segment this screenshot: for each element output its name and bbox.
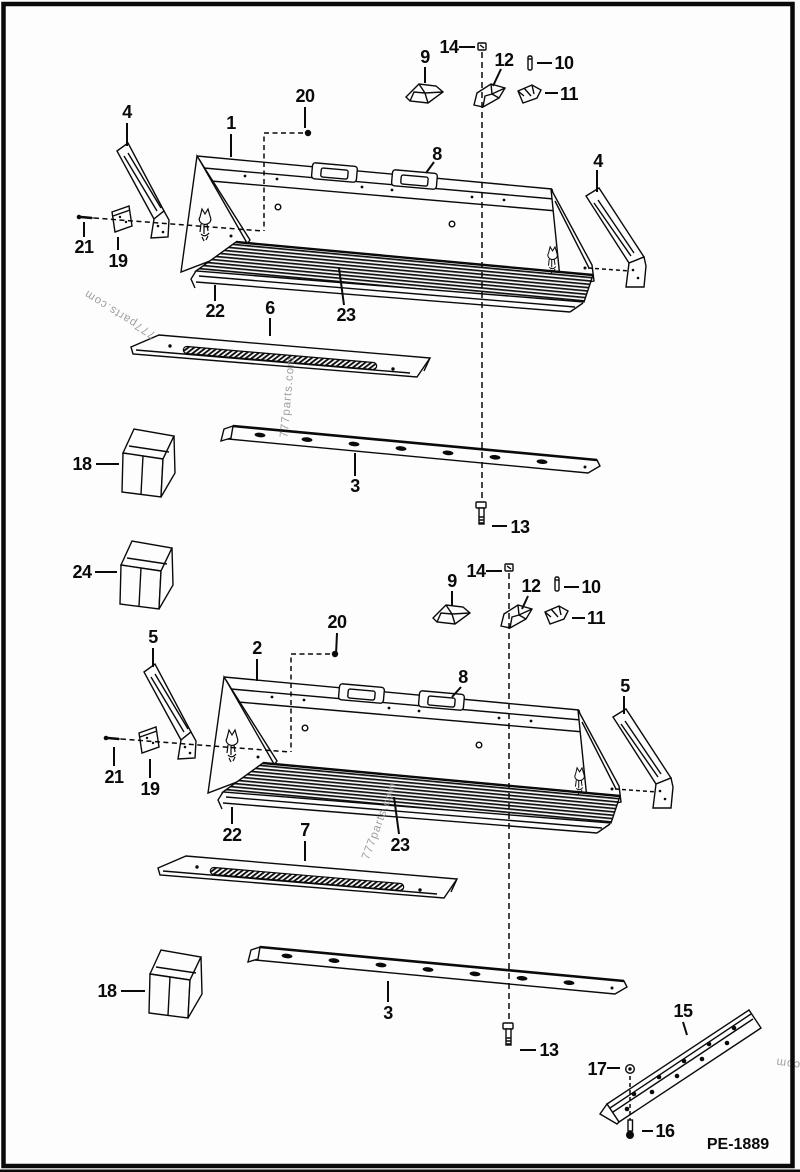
leader-lines-assembly-1 (83, 46, 598, 527)
nut-17 (625, 1063, 636, 1074)
callout-6: 6 (265, 298, 275, 318)
callout-7: 7 (300, 820, 310, 840)
callout-14: 14 (439, 37, 459, 57)
callout-1: 1 (226, 113, 236, 133)
page-bottom-edge (0, 1169, 800, 1172)
callout-9: 9 (420, 47, 430, 67)
callout-24: 24 (72, 562, 92, 582)
callout-5-left: 5 (148, 627, 158, 647)
drawing-code: PE-1889 (707, 1136, 769, 1153)
bolt-on-edge-15 (598, 1009, 762, 1125)
watermark-bottom-right: 777parts.com (775, 1055, 800, 1078)
callout-18-b: 18 (97, 981, 117, 1001)
callout-3-b: 3 (383, 1003, 393, 1023)
callout-9-b: 9 (447, 571, 457, 591)
callout-17: 17 (587, 1059, 607, 1079)
callout-13-b: 13 (539, 1040, 559, 1060)
watermark-top-left: 777parts.com (82, 287, 158, 340)
callout-3: 3 (350, 476, 360, 496)
callout-8: 8 (432, 144, 442, 164)
callout-20: 20 (295, 86, 315, 106)
callout-20-b: 20 (327, 612, 347, 632)
leader-lines-edge-kit (607, 1021, 688, 1132)
callout-11: 11 (560, 84, 579, 104)
callout-19: 19 (108, 251, 128, 271)
callout-21-b: 21 (104, 767, 124, 787)
callout-11-b: 11 (587, 608, 606, 628)
callout-5-right: 5 (620, 676, 630, 696)
callout-10-b: 10 (581, 577, 601, 597)
leader-lines-assembly-2 (95, 570, 625, 1051)
callout-19-b: 19 (140, 779, 160, 799)
callout-23: 23 (336, 305, 356, 325)
bolt-16 (626, 1119, 634, 1139)
callout-16: 16 (655, 1121, 675, 1141)
callout-12-b: 12 (521, 576, 541, 596)
callout-18: 18 (72, 454, 92, 474)
callout-12: 12 (494, 50, 514, 70)
callout-13: 13 (510, 517, 530, 537)
callout-22-b: 22 (222, 825, 242, 845)
callout-8-b: 8 (458, 667, 468, 687)
callout-14-b: 14 (466, 561, 486, 581)
callout-4-right: 4 (593, 151, 603, 171)
callout-15: 15 (673, 1001, 693, 1021)
bucket-assembly-1 (77, 43, 646, 524)
callout-10: 10 (554, 53, 574, 73)
callout-4-left: 4 (122, 102, 132, 122)
callout-23-b: 23 (390, 835, 410, 855)
watermark-middle: 777parts.com (278, 356, 297, 438)
kit-box-24 (119, 540, 174, 610)
callout-21: 21 (74, 237, 94, 257)
callout-22: 22 (205, 301, 225, 321)
callout-2: 2 (252, 638, 262, 658)
